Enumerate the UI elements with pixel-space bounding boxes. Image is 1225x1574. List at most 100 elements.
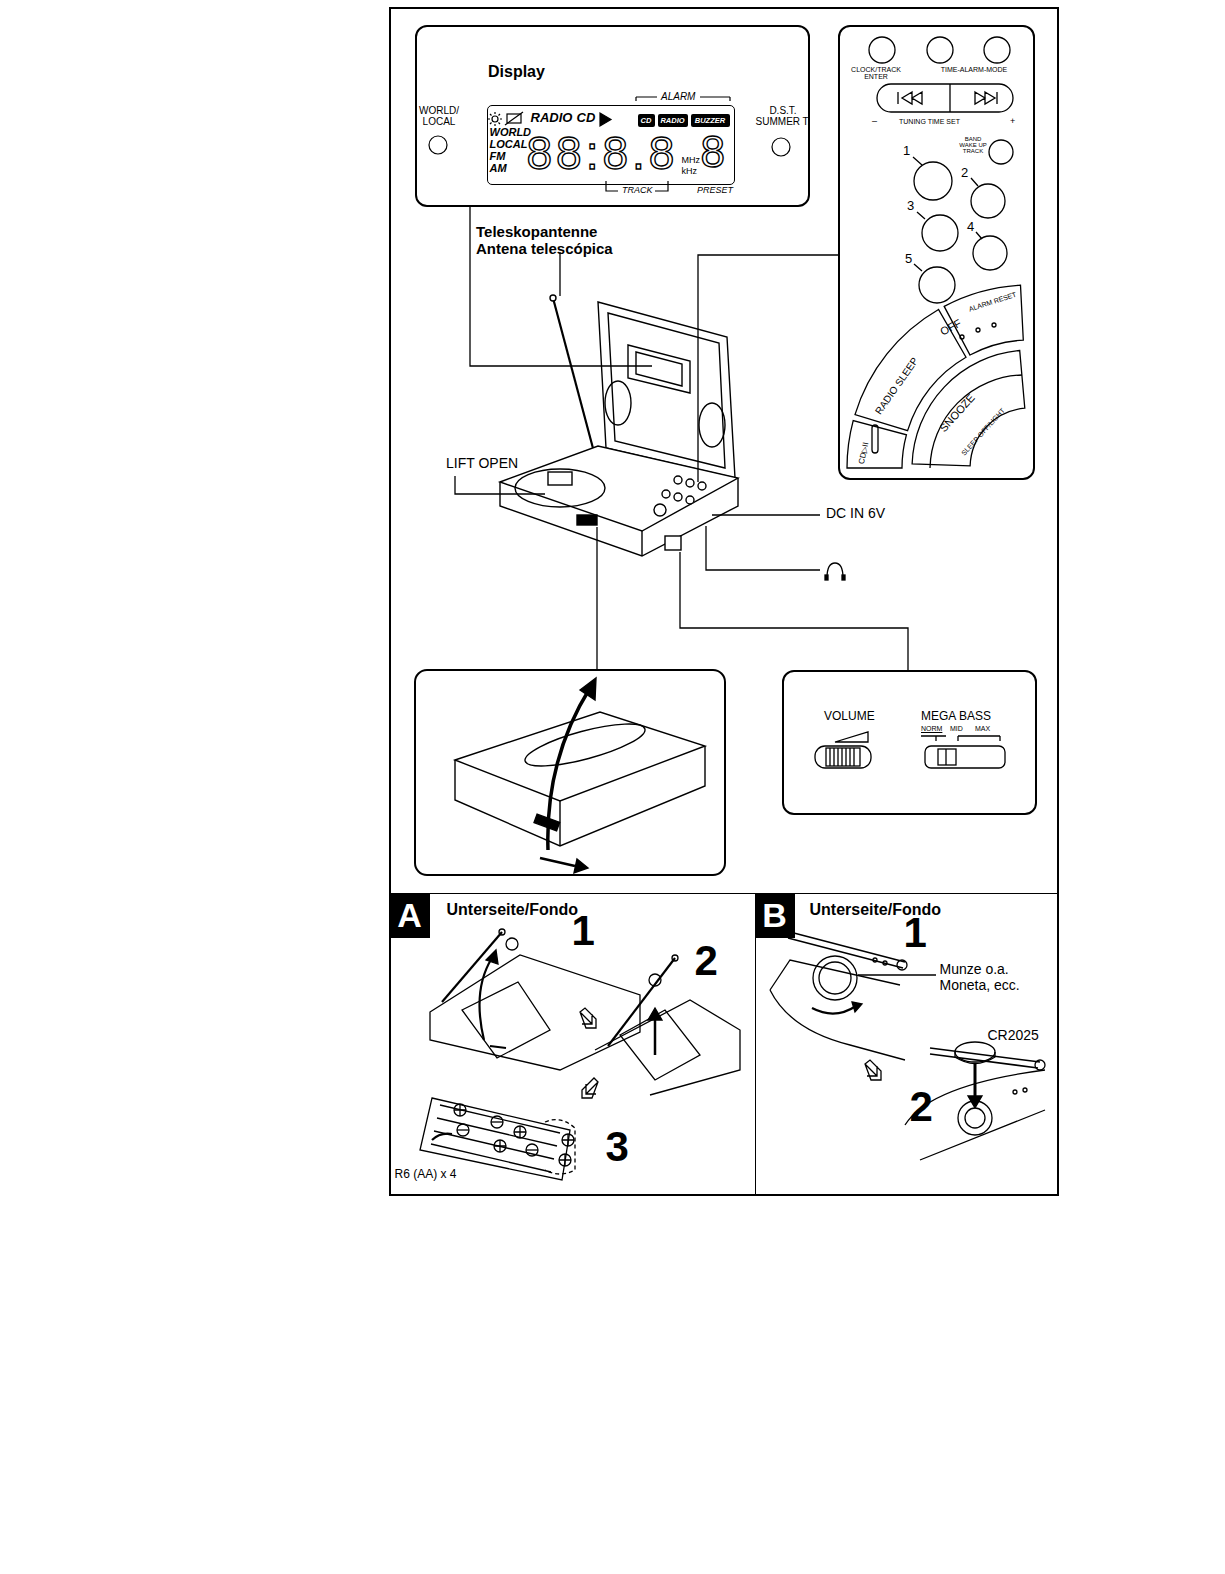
leader-lines-part: [858, 974, 936, 975]
lcd-indicator: BUZZER: [691, 114, 730, 127]
control-panel-text: +: [1010, 116, 1015, 126]
battery-panel-text: Unterseite/Fondo: [447, 901, 579, 919]
volume-bass-controls-part: [835, 732, 868, 742]
coin-cell-panel-text: 1: [904, 912, 927, 954]
section-badge-text: A: [390, 893, 430, 938]
closed-device-part: [540, 858, 575, 866]
control-buttons-part: [914, 162, 952, 200]
control-buttons-part: [975, 92, 997, 104]
lcd-screen-text: 8: [701, 130, 725, 174]
control-buttons-part: [976, 328, 980, 332]
leader-lines-part: [596, 527, 597, 670]
control-panel-text: –: [872, 116, 877, 126]
display-details-part: [429, 136, 447, 154]
callout-label: Teleskopantenne Antena telescópica: [476, 223, 646, 258]
display-panel-text: ALARM: [661, 91, 695, 103]
control-panel-text: 2: [961, 166, 968, 181]
lid-open-panel: [415, 670, 725, 875]
section-badge: B: [755, 893, 795, 938]
leader-lines-part: [698, 255, 838, 482]
lcd-screen-text: AM: [490, 163, 507, 174]
lcd-indicator-text: CD: [638, 114, 655, 127]
control-panel-text: TIME-ALARM-MODE: [922, 66, 1026, 73]
volume-panel-text: NORM: [921, 725, 942, 733]
battery-sketches-part: [514, 1126, 526, 1138]
coin-cell-sketches-part: [865, 1060, 881, 1080]
closed-device-part: [455, 712, 705, 801]
battery-sketches-part: [559, 1154, 571, 1166]
leader-lines-part: [470, 205, 652, 366]
battery-sketches-part: [562, 1134, 574, 1146]
battery-sketches-part: [582, 1078, 598, 1098]
section-badge-text: B: [755, 893, 795, 938]
closed-device-part: [574, 859, 588, 873]
device-illustration-part: [605, 381, 631, 425]
outer-frame-part: [390, 8, 1058, 1195]
display-details: [429, 97, 790, 191]
battery-sketches-part: [559, 1154, 571, 1166]
device-illustration-part: [550, 295, 556, 301]
display-details-part: [600, 113, 611, 126]
closed-device-part: [548, 688, 590, 850]
headphone-symbol: [825, 563, 845, 580]
battery-sketches-part: [431, 1105, 560, 1172]
lcd-screen-text: kHz: [682, 167, 698, 176]
coin-cell-sketches-part: [897, 960, 907, 970]
volume-bass-controls: [815, 732, 1005, 768]
coin-cell-sketches-part: [1035, 1060, 1045, 1070]
display-panel-text: Display: [488, 63, 545, 81]
coin-cell-sketches-part: [788, 932, 905, 968]
battery-sketches-part: [506, 938, 518, 950]
volume-bass-controls-part: [830, 748, 854, 766]
lcd-indicator: CD: [638, 114, 655, 127]
device-illustration-part: [641, 531, 642, 556]
lid-open-panel-part: [415, 670, 725, 875]
battery-sketches-part: [562, 1134, 574, 1146]
leader-lines-part: [706, 526, 820, 570]
control-buttons-part: [872, 425, 878, 453]
lcd-screen-text: MHz: [682, 156, 701, 165]
battery-sketches-part: [648, 1008, 662, 1020]
leader-lines-part: [559, 252, 560, 296]
battery-sketches-part: [480, 958, 493, 1040]
volume-bass-controls-part: [921, 736, 1000, 741]
control-buttons-part: [869, 37, 895, 63]
battery-sketches-part: [432, 1134, 452, 1140]
headphone-symbol-part: [842, 575, 845, 580]
outer-frame: [390, 8, 1058, 1195]
control-buttons-part: [912, 351, 1025, 466]
control-buttons-part: [927, 37, 953, 63]
battery-sketches-part: [494, 1140, 506, 1152]
device-illustration-part: [608, 313, 725, 468]
coin-cell-sketches-part: [812, 1006, 856, 1014]
battery-sketches: [420, 929, 740, 1180]
battery-sketches-part: [490, 1046, 506, 1048]
display-details-part: [492, 116, 498, 122]
control-panel-text: RADIO SLEEP: [873, 355, 921, 416]
leader-lines-part: [712, 514, 820, 515]
control-buttons-part: [877, 84, 1013, 112]
coin-cell-sketches-part: [819, 962, 851, 994]
lcd-screen-text: WORLD: [490, 127, 532, 138]
coin-cell-sketches: [770, 932, 1045, 1160]
device-illustration-part: [686, 496, 694, 504]
display-panel-text: D.S.T. SUMMER T.: [752, 106, 814, 127]
control-buttons-part: [922, 215, 958, 251]
coin-cell-sketches-part: [883, 961, 887, 965]
callout-label: LIFT OPEN: [446, 455, 518, 471]
control-buttons-part: [930, 375, 1022, 468]
closed-device: [455, 678, 705, 873]
volume-bass-controls-part: [826, 748, 860, 766]
battery-sketches-part: [442, 932, 502, 1002]
coin-cell-sketches-part: [873, 958, 877, 962]
coin-cell-sketches-part: [958, 1101, 992, 1135]
coin-cell-panel-text: Munze o.a. Moneta, ecc.: [940, 961, 1040, 993]
control-panel-text: 5: [905, 252, 912, 267]
lcd-screen-text: CD: [577, 111, 596, 126]
battery-sketches-part: [545, 1120, 575, 1174]
control-buttons-part: [971, 184, 1005, 218]
battery-sketches-part: [526, 1144, 538, 1156]
control-buttons-part: [949, 84, 950, 112]
battery-sketches-part: [649, 974, 661, 986]
lcd-screen-text: LOCAL: [490, 139, 528, 150]
